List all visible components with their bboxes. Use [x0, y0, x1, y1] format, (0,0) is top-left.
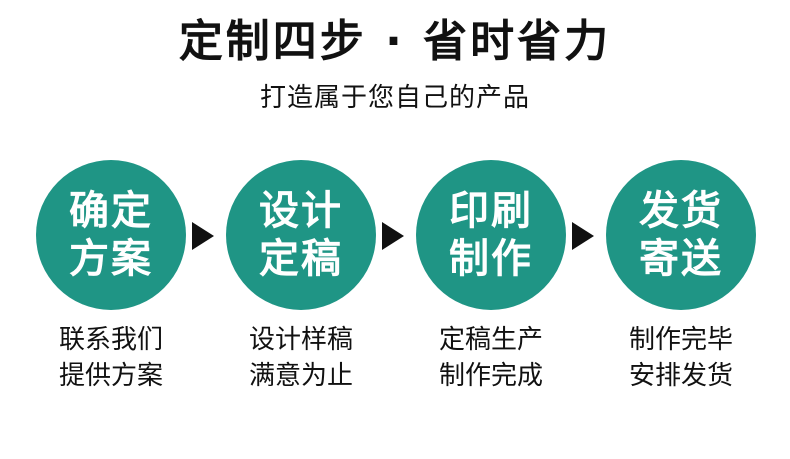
- step-2-desc-line-1: 设计样稿: [248, 325, 353, 355]
- step-2-title-line-2: 定稿: [259, 236, 343, 282]
- step-3: 印刷 制作 定稿生产 制作完成: [416, 160, 566, 394]
- step-3-title-line-1: 印刷: [449, 188, 533, 234]
- step-3-desc-line-2: 制作完成: [438, 361, 543, 391]
- step-4-desc-line-1: 制作完毕: [628, 325, 733, 355]
- step-4-title-line-1: 发货: [639, 188, 723, 234]
- page-subtitle: 打造属于您自己的产品: [259, 83, 530, 113]
- step-2: 设计 定稿 设计样稿 满意为止: [226, 160, 376, 394]
- step-3-desc-line-1: 定稿生产: [438, 325, 543, 355]
- step-3-description: 定稿生产 制作完成: [416, 322, 566, 394]
- arrow-right-icon: [382, 222, 404, 250]
- step-4-circle: 发货 寄送: [606, 160, 756, 310]
- step-3-circle: 印刷 制作: [416, 160, 566, 310]
- step-4-desc-line-2: 安排发货: [628, 361, 733, 391]
- step-2-circle: 设计 定稿: [226, 160, 376, 310]
- step-3-title-line-2: 制作: [449, 236, 533, 282]
- step-1-title-line-1: 确定: [69, 188, 153, 234]
- step-1-desc-line-2: 提供方案: [58, 361, 163, 391]
- step-4-title-line-2: 寄送: [639, 236, 723, 282]
- step-2-desc-line-2: 满意为止: [248, 361, 353, 391]
- step-1-title-line-2: 方案: [69, 236, 153, 282]
- step-1: 确定 方案 联系我们 提供方案: [36, 160, 186, 394]
- arrow-right-icon: [192, 222, 214, 250]
- step-2-description: 设计样稿 满意为止: [226, 322, 376, 394]
- page-title: 定制四步 · 省时省力: [178, 16, 612, 67]
- step-4-description: 制作完毕 安排发货: [606, 322, 756, 394]
- arrow-right-icon: [572, 222, 594, 250]
- step-1-circle: 确定 方案: [36, 160, 186, 310]
- step-2-title-line-1: 设计: [259, 188, 343, 234]
- step-1-description: 联系我们 提供方案: [36, 322, 186, 394]
- step-1-desc-line-1: 联系我们: [58, 325, 163, 355]
- step-4: 发货 寄送 制作完毕 安排发货: [606, 160, 756, 394]
